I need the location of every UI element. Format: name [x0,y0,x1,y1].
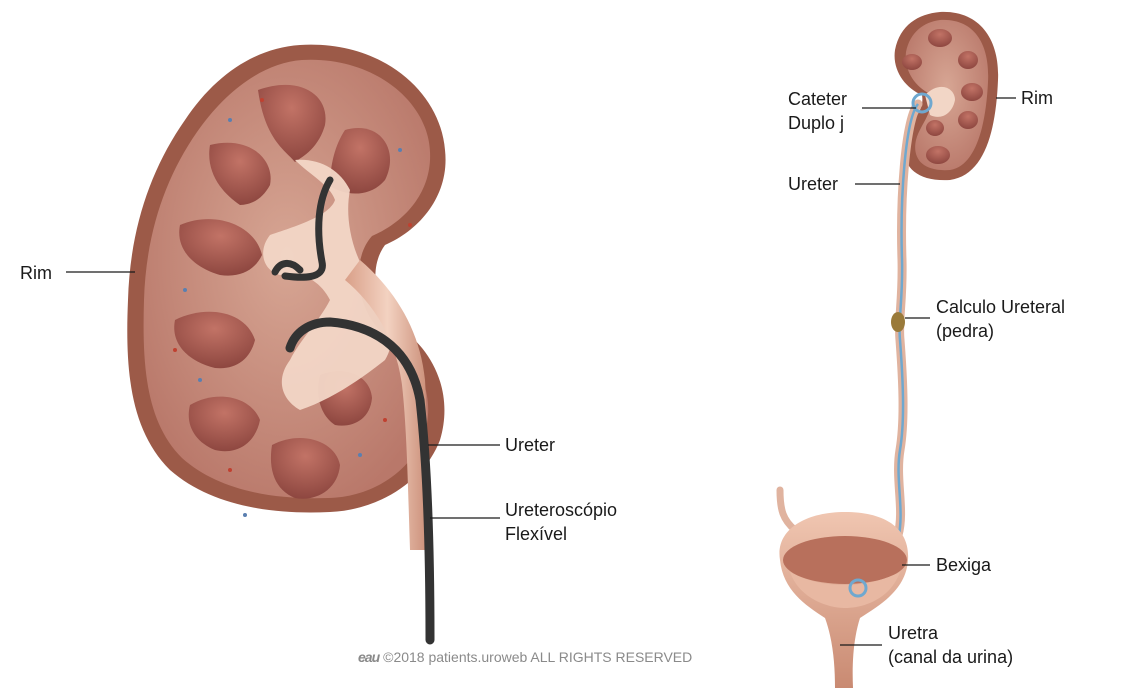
right-kidney [895,12,999,180]
label-left-ureter: Ureter [505,434,555,456]
label-bladder: Bexiga [936,554,991,576]
label-urethra-line2: (canal da urina) [888,646,1013,668]
label-right-kidney: Rim [1021,87,1053,109]
label-catheter-line2: Duplo j [788,112,844,134]
eau-logo: eau [358,649,379,665]
ureteral-stone [891,312,905,332]
copyright-text: ©2018 patients.uroweb ALL RIGHTS RESERVE… [383,649,692,665]
label-right-ureter: Ureter [788,173,838,195]
label-urethra-line1: Uretra [888,622,938,644]
label-catheter-line1: Cateter [788,88,847,110]
label-ureteroscope-line1: Ureteroscópio [505,499,617,521]
left-kidney [127,45,445,640]
label-stone-line2: (pedra) [936,320,994,342]
label-stone-line1: Calculo Ureteral [936,296,1065,318]
label-left-kidney: Rim [20,262,52,284]
copyright-notice: eau©2018 patients.uroweb ALL RIGHTS RESE… [358,649,692,665]
label-ureteroscope-line2: Flexível [505,523,567,545]
